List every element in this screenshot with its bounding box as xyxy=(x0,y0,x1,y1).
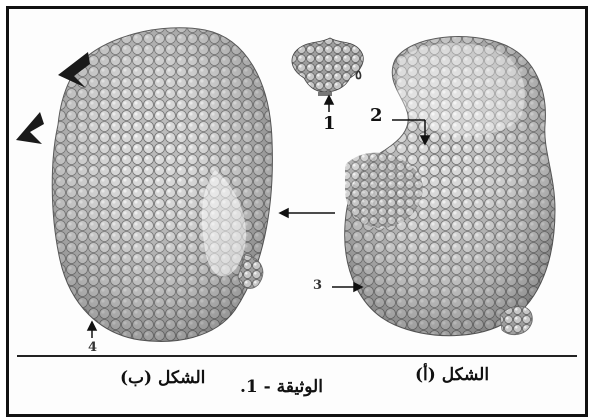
label-small: ٥ xyxy=(355,68,362,83)
ribosome-a xyxy=(345,37,555,336)
label-4: 4 xyxy=(88,340,97,355)
small-subunit xyxy=(292,38,363,96)
label-3: 3 xyxy=(313,278,322,293)
caption-b: الشكل (ب) xyxy=(120,368,205,388)
ribosome-b xyxy=(52,28,272,342)
caption-a: الشكل (أ) xyxy=(415,365,489,385)
document-title: الوثيقة - 1. xyxy=(240,377,323,397)
label-2: 2 xyxy=(370,105,383,126)
label-1: 1 xyxy=(323,113,336,134)
